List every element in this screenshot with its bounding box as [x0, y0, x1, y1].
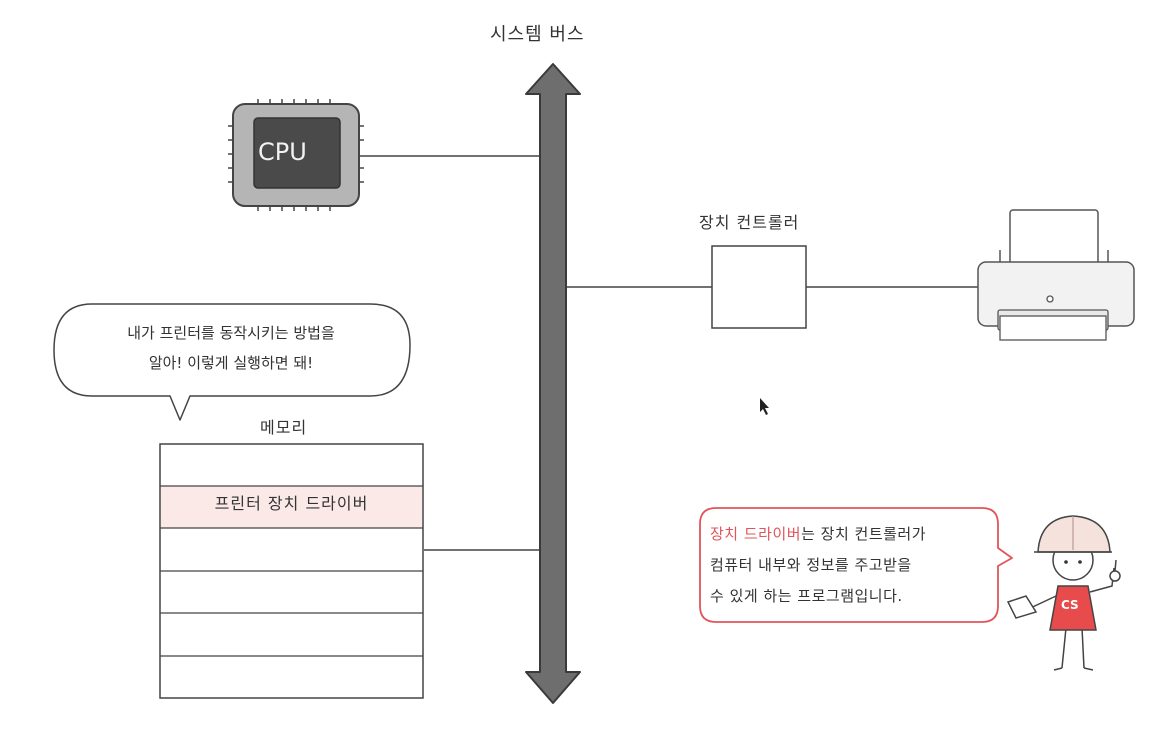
note-line-1: 장치 드라이버는 장치 컨트롤러가: [710, 519, 980, 550]
mascot-shirt: [1049, 585, 1097, 631]
memory-table: [159, 443, 424, 699]
speech-bubble-line-2: 알아! 이렇게 실행하면 돼!: [148, 354, 314, 372]
note-highlight-term: 장치 드라이버: [710, 525, 802, 543]
mascot-helmet: [1037, 515, 1111, 553]
cpu-label: CPU: [258, 138, 307, 166]
speech-bubble: [53, 303, 411, 421]
note-line-3: 수 있게 하는 프로그램입니다.: [710, 587, 903, 605]
system-bus-arrow: [525, 63, 581, 704]
device-controller-box: [711, 245, 807, 329]
note-text: 장치 드라이버는 장치 컨트롤러가 컴퓨터 내부와 정보를 주고받을 수 있게 …: [710, 519, 980, 612]
note-bubble: [699, 507, 1013, 623]
note-line-1-rest: 는 장치 컨트롤러가: [801, 525, 927, 543]
cs-mascot-character: [1006, 515, 1121, 671]
note-line-2: 컴퓨터 내부와 정보를 주고받을: [710, 556, 912, 574]
memory-driver-row: [161, 486, 422, 528]
speech-bubble-line-1: 내가 프린터를 동작시키는 방법을: [127, 324, 335, 342]
system-bus-label: 시스템 버스: [490, 24, 585, 45]
memory-label: 메모리: [260, 418, 308, 437]
printer-driver-row-label: 프린터 장치 드라이버: [214, 494, 369, 513]
device-controller-label: 장치 컨트롤러: [699, 213, 800, 232]
cpu-chip: [228, 99, 364, 211]
speech-bubble-text: 내가 프린터를 동작시키는 방법을 알아! 이렇게 실행하면 돼!: [66, 318, 396, 378]
mascot-shirt-label: CS: [1061, 598, 1079, 612]
mouse-cursor-icon: [760, 398, 769, 415]
printer-icon: [977, 209, 1135, 341]
